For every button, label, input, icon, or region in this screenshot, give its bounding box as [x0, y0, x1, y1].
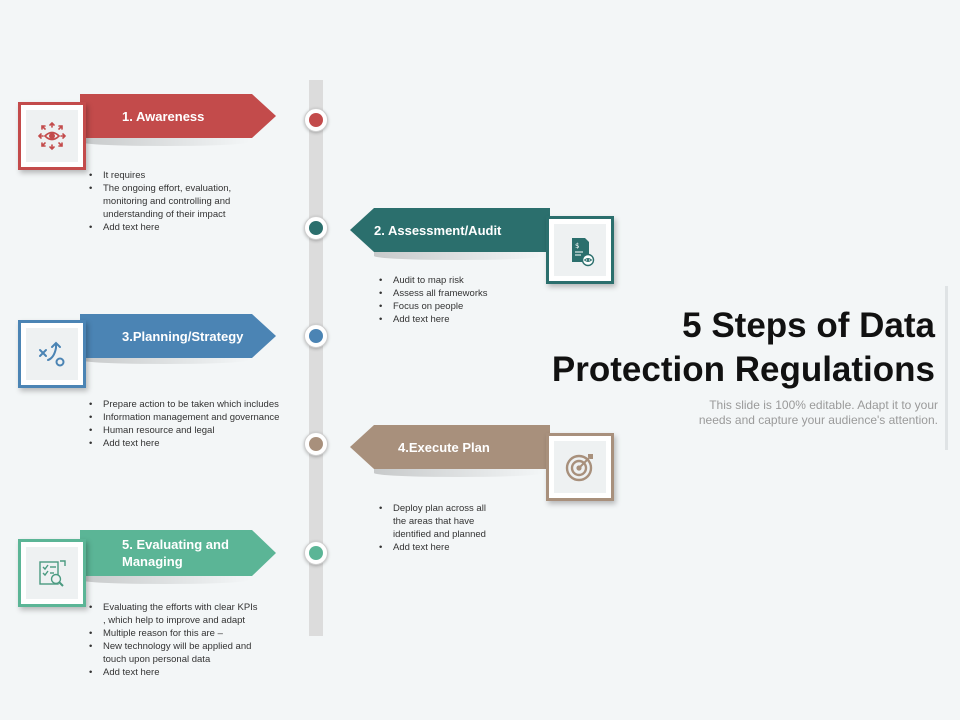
list-item: The ongoing effort, evaluation,monitorin…: [89, 182, 289, 221]
planning-icon-box: [18, 320, 86, 388]
execute-icon-box: [546, 433, 614, 501]
execute-label-shadow: [374, 469, 544, 477]
assessment-icon-box: $: [546, 216, 614, 284]
planning-label-text: 3.Planning/Strategy: [122, 328, 244, 344]
eye-arrows-icon: [37, 121, 67, 151]
evaluating-icon-box: [18, 539, 86, 607]
assessment-label-shadow: [374, 252, 544, 260]
assessment-label: 2. Assessment/Audit: [350, 208, 550, 252]
execute-label: 4.Execute Plan: [350, 425, 550, 469]
strategy-icon: [39, 341, 65, 367]
list-item: Evaluating the efforts with clear KPIs, …: [89, 601, 299, 627]
list-item: Add text here: [379, 313, 539, 326]
target-icon: [565, 454, 593, 482]
timeline-node-planning: [304, 324, 328, 348]
list-item: Assess all frameworks: [379, 287, 539, 300]
list-item: It requires: [89, 169, 289, 182]
list-item: Add text here: [89, 221, 289, 234]
list-item: New technology will be applied andtouch …: [89, 640, 299, 666]
list-item: Human resource and legal: [89, 424, 309, 437]
timeline-node-assessment: [304, 216, 328, 240]
document-eye-icon: $: [572, 238, 595, 267]
planning-bullets: Prepare action to be taken which include…: [89, 398, 309, 450]
evaluating-label-shadow: [80, 576, 250, 584]
execute-label-text: 4.Execute Plan: [398, 439, 490, 455]
title-divider: [945, 286, 948, 450]
planning-label: 3.Planning/Strategy: [80, 314, 276, 358]
list-item: Add text here: [379, 541, 539, 554]
list-item: Add text here: [89, 437, 309, 450]
awareness-label-shadow: [80, 138, 250, 146]
svg-text:$: $: [575, 242, 579, 250]
list-item: Multiple reason for this are –: [89, 627, 299, 640]
page-subtitle: This slide is 100% editable. Adapt it to…: [698, 398, 938, 427]
list-item: Information management and governance: [89, 411, 309, 424]
timeline-node-evaluating: [304, 541, 328, 565]
list-item: Add text here: [89, 666, 299, 679]
awareness-bullets: It requires The ongoing effort, evaluati…: [89, 169, 289, 234]
timeline-node-awareness: [304, 108, 328, 132]
list-item: Focus on people: [379, 300, 539, 313]
awareness-label: 1. Awareness: [80, 94, 276, 138]
awareness-label-text: 1. Awareness: [122, 108, 205, 124]
assessment-bullets: Audit to map risk Assess all frameworks …: [379, 274, 539, 326]
assessment-label-text: 2. Assessment/Audit: [374, 222, 502, 238]
planning-label-shadow: [80, 356, 250, 364]
awareness-icon-box: [18, 102, 86, 170]
list-item: Prepare action to be taken which include…: [89, 398, 309, 411]
checklist-search-icon: [39, 560, 66, 587]
list-item: Audit to map risk: [379, 274, 539, 287]
page-title: 5 Steps of Data Protection Regulations: [551, 306, 935, 389]
evaluating-bullets: Evaluating the efforts with clear KPIs, …: [89, 601, 299, 679]
